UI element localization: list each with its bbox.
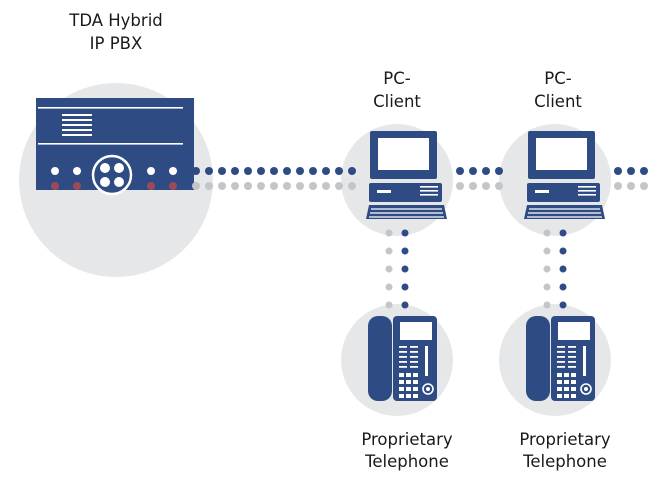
pc-client-1-label-line2: Client xyxy=(373,92,421,111)
link-dot xyxy=(257,182,265,190)
link-dot xyxy=(192,167,200,175)
link-dot xyxy=(322,167,330,175)
link-dot xyxy=(543,229,551,237)
link-dot xyxy=(640,182,648,190)
link-dot xyxy=(543,283,551,291)
link-dot xyxy=(543,301,551,309)
telephone-1-label-line2: Telephone xyxy=(365,452,449,471)
link-dot xyxy=(482,182,490,190)
link-dot xyxy=(469,182,477,190)
link-dot xyxy=(257,167,265,175)
link-dot xyxy=(401,265,409,273)
link-dot xyxy=(244,167,252,175)
link-dot xyxy=(627,182,635,190)
link-dot xyxy=(495,182,503,190)
link-dot xyxy=(335,167,343,175)
link-dot xyxy=(296,167,304,175)
link-dot xyxy=(231,167,239,175)
link-dot xyxy=(335,182,343,190)
link-dot xyxy=(482,167,490,175)
link-dot xyxy=(244,182,252,190)
link-dot xyxy=(495,167,503,175)
link-dot xyxy=(385,247,393,255)
pc-client-1-label-line1: PC- xyxy=(383,69,411,88)
link-dot xyxy=(283,182,291,190)
link-dot xyxy=(385,301,393,309)
link-dot xyxy=(309,182,317,190)
link-dot xyxy=(283,167,291,175)
link-dot xyxy=(614,167,622,175)
telephone-1-icon xyxy=(368,316,437,401)
pbx-label-line2: IP PBX xyxy=(89,34,143,53)
link-dot xyxy=(401,283,409,291)
link-dot xyxy=(456,182,464,190)
link-dot xyxy=(543,265,551,273)
link-dot xyxy=(322,182,330,190)
link-dot xyxy=(543,247,551,255)
connection-lines xyxy=(192,167,648,309)
link-dot xyxy=(270,167,278,175)
pc-client-1-icon xyxy=(366,131,447,219)
pbx-label-line1: TDA Hybrid xyxy=(69,11,163,30)
pc-client-2-label-line1: PC- xyxy=(544,69,572,88)
link-dot xyxy=(205,182,213,190)
link-dot xyxy=(469,167,477,175)
link-dot xyxy=(385,265,393,273)
pc-client-2-icon xyxy=(524,131,605,219)
link-dot xyxy=(401,247,409,255)
link-dot xyxy=(456,167,464,175)
link-dot xyxy=(218,167,226,175)
link-dot xyxy=(559,265,567,273)
pbx-unit-icon xyxy=(36,98,194,196)
link-dot xyxy=(270,182,278,190)
link-dot xyxy=(401,301,409,309)
link-dot xyxy=(218,182,226,190)
link-dot xyxy=(309,167,317,175)
link-dot xyxy=(559,229,567,237)
link-dot xyxy=(401,229,409,237)
link-dot xyxy=(559,283,567,291)
telephone-2-label-line1: Proprietary xyxy=(519,430,611,449)
telephone-2-label-line2: Telephone xyxy=(523,452,607,471)
link-dot xyxy=(559,247,567,255)
link-dot xyxy=(348,167,356,175)
link-dot xyxy=(231,182,239,190)
link-dot xyxy=(627,167,635,175)
link-dot xyxy=(296,182,304,190)
link-dot xyxy=(640,167,648,175)
link-dot xyxy=(385,283,393,291)
link-dot xyxy=(348,182,356,190)
telephone-2-icon xyxy=(526,316,595,401)
pc-client-2-label-line2: Client xyxy=(534,92,582,111)
link-dot xyxy=(614,182,622,190)
link-dot xyxy=(205,167,213,175)
telephone-1-label-line1: Proprietary xyxy=(361,430,453,449)
link-dot xyxy=(385,229,393,237)
link-dot xyxy=(559,301,567,309)
link-dot xyxy=(192,182,200,190)
